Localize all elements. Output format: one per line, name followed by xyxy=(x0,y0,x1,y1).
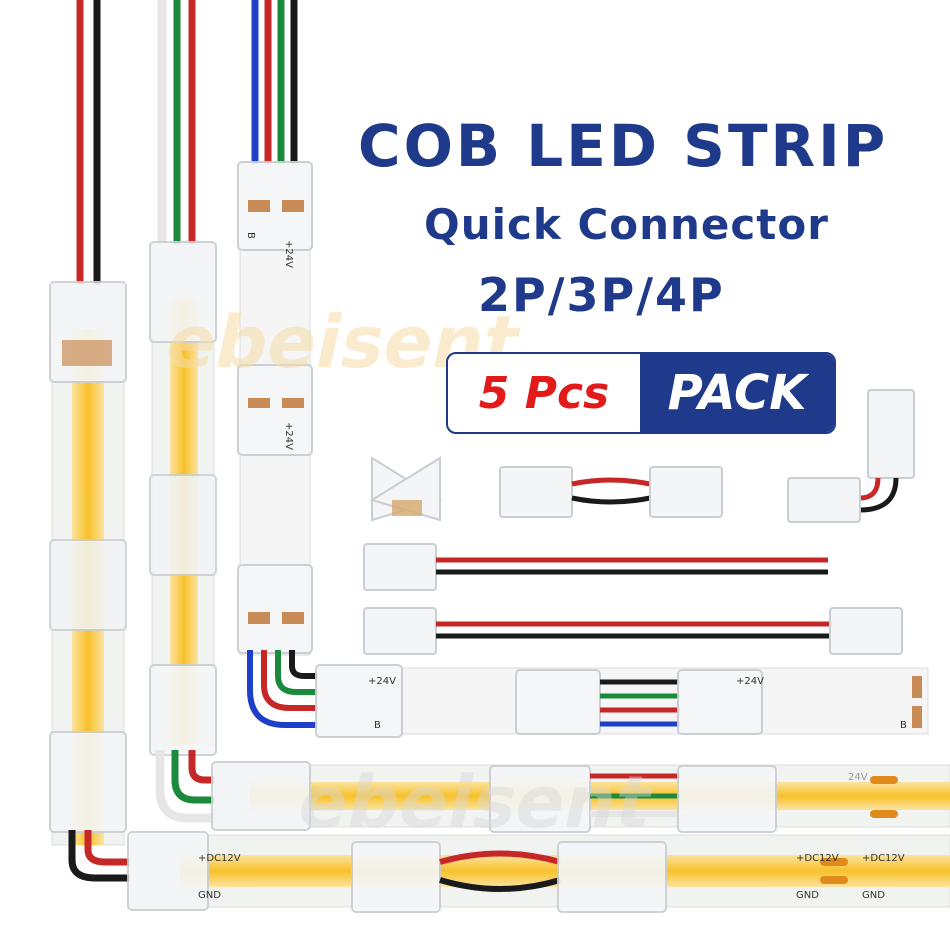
headline-subtitle: Quick Connector xyxy=(424,200,829,249)
sample-connectors xyxy=(363,389,915,655)
label-24v-top: +24V xyxy=(283,240,294,268)
pack-count: 5 Pcs xyxy=(478,367,610,419)
strip-4p-rgb xyxy=(237,0,929,738)
pack-badge: 5 Pcs PACK xyxy=(446,352,836,434)
label-b-right: B xyxy=(374,720,381,731)
label-dc12-a: +DC12V xyxy=(198,853,241,864)
pack-label: PACK xyxy=(640,354,834,432)
label-24v-right-b: +24V xyxy=(736,676,764,687)
strip-printing: +24V +24V +24V +24V B B B +DC12V +DC12V … xyxy=(198,232,907,901)
label-24v-right-a: +24V xyxy=(368,676,396,687)
strip-3p xyxy=(149,0,950,833)
watermark-bottom: ebeisent xyxy=(291,760,661,844)
label-b-top: B xyxy=(245,232,256,239)
headline-variants: 2P/3P/4P xyxy=(478,268,725,322)
label-dc12-b: +DC12V xyxy=(796,853,839,864)
label-24v-mid: +24V xyxy=(283,422,294,450)
label-gnd-c: GND xyxy=(862,890,885,901)
label-24v-3p: 24V xyxy=(848,772,868,783)
headline-product: COB LED STRIP xyxy=(358,112,889,180)
label-gnd-b: GND xyxy=(796,890,819,901)
label-b-far: B xyxy=(900,720,907,731)
strip-2p-left xyxy=(49,0,950,913)
label-dc12-c: +DC12V xyxy=(862,853,905,864)
label-gnd-a: GND xyxy=(198,890,221,901)
